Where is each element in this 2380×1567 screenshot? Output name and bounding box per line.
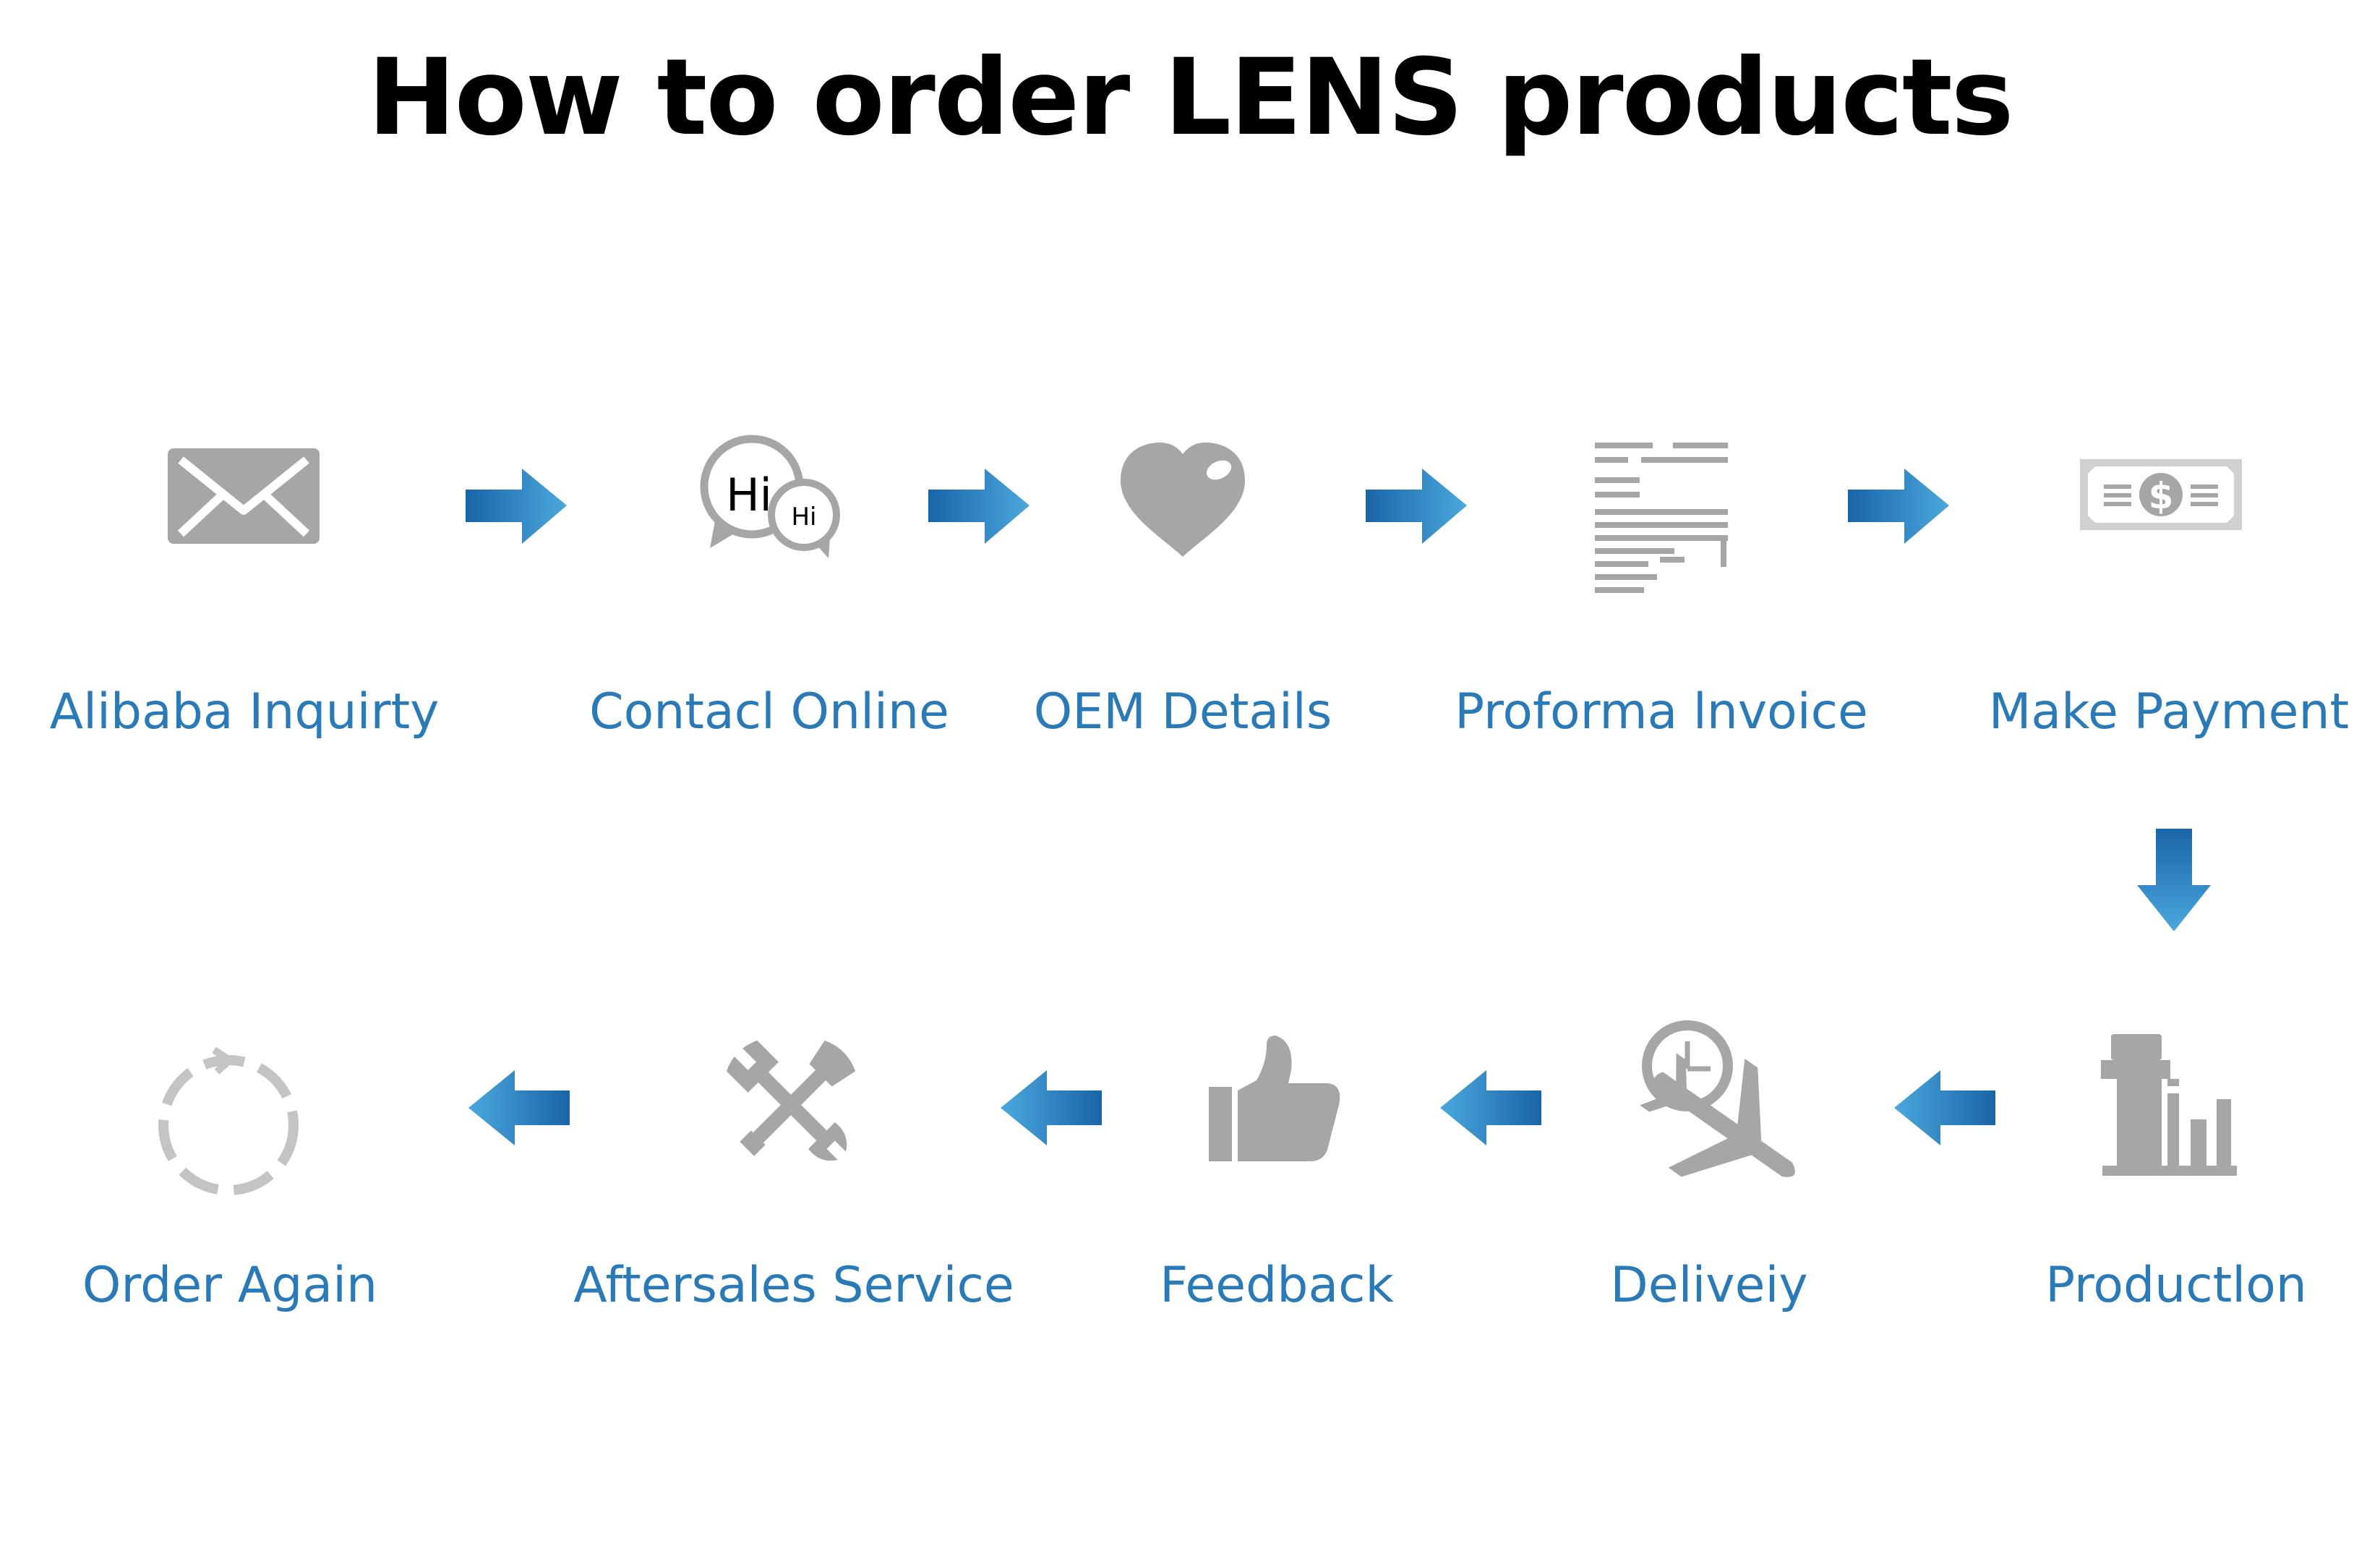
arrow-down-1: [2137, 829, 2211, 931]
flow-arrows: [466, 469, 2211, 1145]
step-label-order-again: Order Again: [82, 1257, 378, 1314]
arrow-left-2: [1440, 1070, 1541, 1145]
factory-icon: [2101, 1034, 2237, 1176]
arrow-right-2: [928, 469, 1030, 544]
refresh-cycle-icon: [158, 1046, 299, 1195]
step-label-feedback: Feedback: [1160, 1257, 1394, 1314]
step-label-delivery: Deliveiy: [1610, 1257, 1808, 1314]
envelope-icon: [168, 448, 320, 544]
chat-bubble-small-text: Hi: [791, 503, 816, 531]
page-title: How to order LENS products: [367, 36, 2013, 159]
arrow-right-1: [466, 469, 567, 544]
arrow-right-4: [1848, 469, 1949, 544]
step-label-alibaba-inquiry: Alibaba Inquirty: [49, 683, 440, 740]
chat-bubble-large-text: Hi: [726, 469, 772, 521]
document-icon: [1595, 443, 1728, 593]
airplane-clock-icon: [1640, 1020, 1795, 1177]
arrow-left-4: [468, 1070, 570, 1145]
step-label-aftersales-service: Aftersales Service: [573, 1257, 1014, 1314]
step-label-proforma-invoice: Proforma lnvoice: [1455, 683, 1868, 740]
arrow-left-1: [1894, 1070, 1995, 1145]
dollar-sign-text: $: [2149, 475, 2174, 517]
tools-icon: [726, 1040, 856, 1165]
arrow-right-3: [1366, 469, 1467, 544]
step-label-make-payment: Make Payment: [1988, 683, 2350, 740]
step-label-oem-details: OEM Details: [1033, 683, 1332, 740]
thumbs-up-icon: [1209, 1036, 1340, 1161]
arrow-left-3: [1001, 1070, 1102, 1145]
chat-bubbles-icon: Hi Hi: [700, 435, 840, 558]
dollar-bill-icon: $: [2080, 459, 2242, 530]
heart-icon: [1121, 443, 1245, 557]
step-label-contact-online: Contacl Online: [589, 683, 949, 740]
step-label-production: Productlon: [2045, 1257, 2307, 1314]
